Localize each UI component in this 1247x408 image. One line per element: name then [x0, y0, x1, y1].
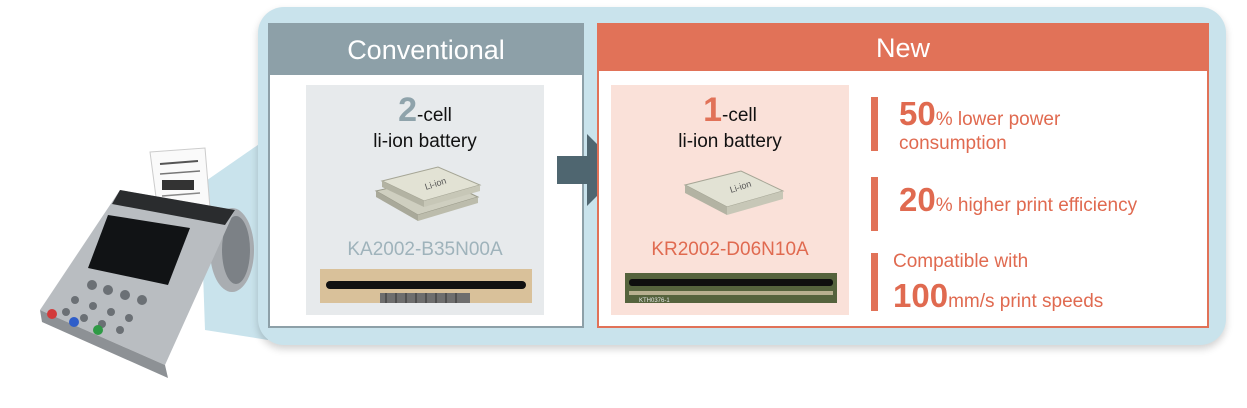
conventional-cell-count: 2-cell	[306, 91, 544, 130]
new-panel: New 1-cell li-ion battery Li-ion KR2002-…	[597, 23, 1209, 328]
feature-speed-text: mm/s print speeds	[948, 291, 1104, 312]
print-head-code: KTH0376-1	[639, 298, 670, 304]
conventional-cell-number: 2	[398, 91, 418, 129]
feature-power-text-2: consumption	[899, 133, 1007, 154]
conventional-part-number: KA2002-B35N00A	[347, 239, 503, 260]
conventional-card: 2-cell li-ion battery Li-ion KA2002-B35N…	[306, 85, 544, 315]
feature-bar	[871, 177, 878, 231]
feature-power-number: 50	[899, 95, 936, 132]
feature-efficiency-number: 20	[899, 181, 936, 218]
conventional-panel: Conventional 2-cell li-ion battery Li-io…	[268, 23, 584, 328]
new-cell-number: 1	[703, 91, 723, 129]
print-head-conventional-image	[320, 269, 532, 303]
new-cell-count: 1-cell	[611, 91, 849, 130]
new-part-number: KR2002-D06N10A	[651, 239, 809, 260]
new-card: 1-cell li-ion battery Li-ion KR2002-D06N…	[611, 85, 849, 315]
transition-arrow-icon	[557, 134, 623, 206]
feature-bar	[871, 253, 878, 311]
feature-efficiency-text: % higher print efficiency	[935, 195, 1138, 216]
conventional-battery-text: li-ion battery	[373, 131, 477, 152]
feature-speed-pre: Compatible with	[893, 251, 1029, 272]
battery-pack-double-image: Li-ion	[374, 166, 482, 221]
feature-power-text: % lower power	[935, 109, 1061, 130]
feature-bar	[871, 97, 878, 151]
payment-terminal-image	[40, 140, 268, 378]
battery-single-image: Li-ion	[683, 170, 785, 215]
new-header: New	[599, 25, 1207, 71]
new-battery-text: li-ion battery	[678, 131, 782, 152]
print-head-new-image: KTH0376-1	[625, 273, 837, 304]
new-cell-suffix: -cell	[722, 105, 757, 126]
conventional-header: Conventional	[270, 25, 582, 75]
feature-speed-number: 100	[893, 277, 949, 314]
conventional-cell-suffix: -cell	[417, 105, 452, 126]
